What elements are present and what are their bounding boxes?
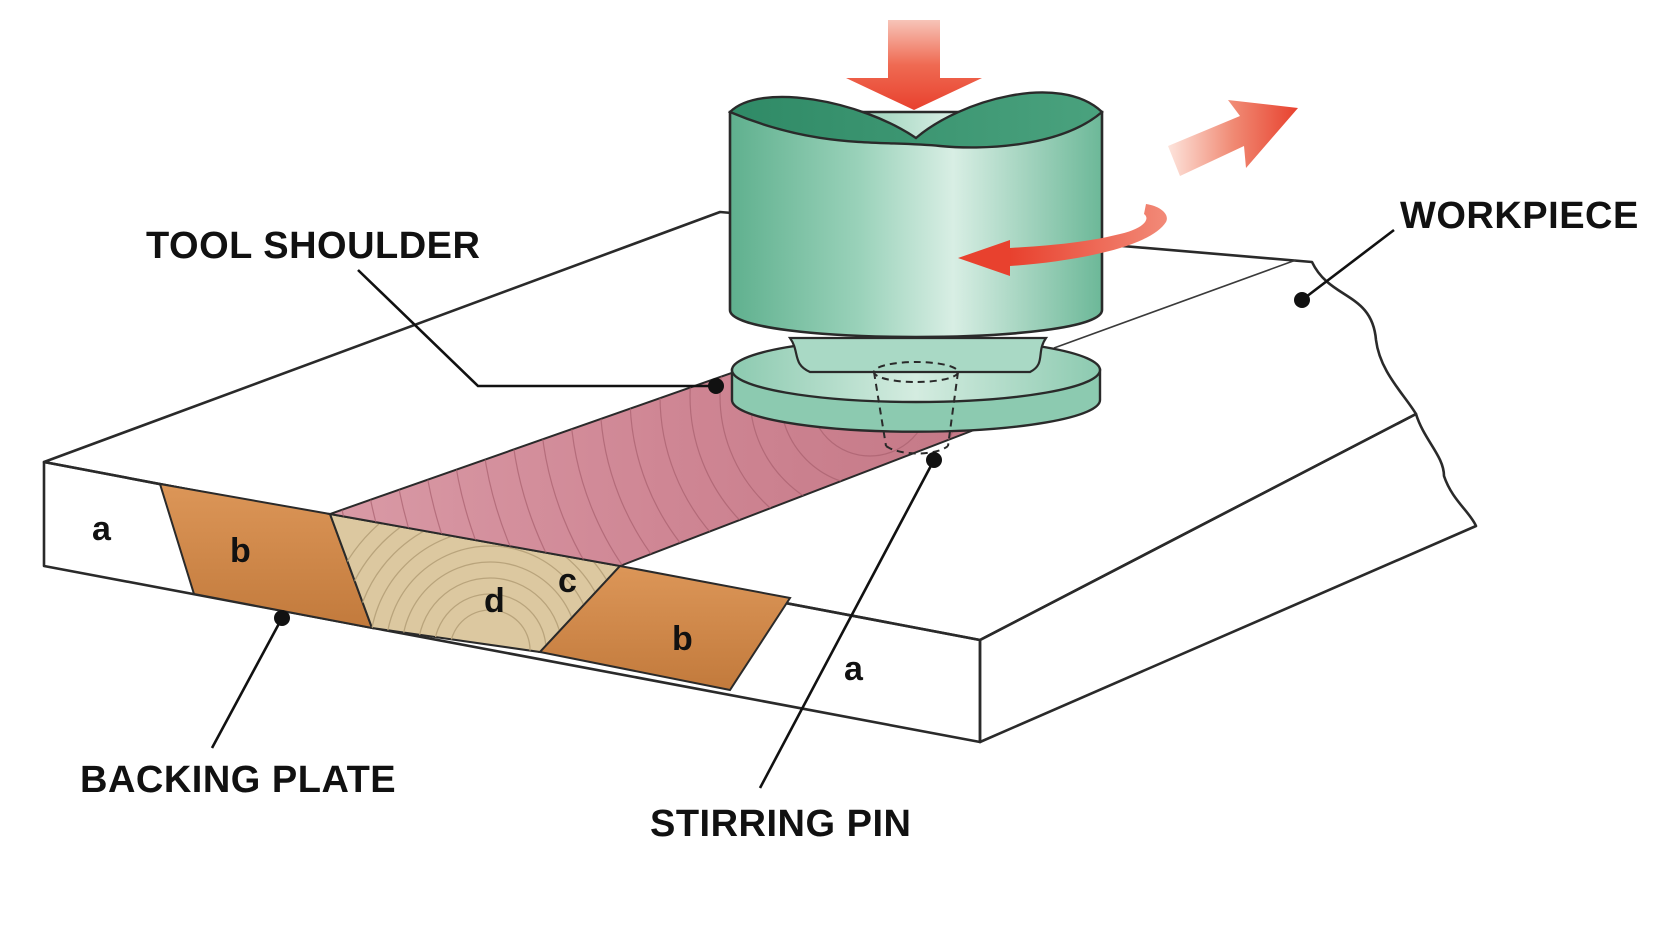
leader-lines [210, 228, 1395, 789]
zone-label-d: d [484, 582, 505, 620]
zone-label-c: c [558, 562, 577, 600]
zone-label-a-right: a [844, 650, 864, 688]
joint-seam-line [1053, 259, 1297, 349]
zone-b-left-region [158, 482, 374, 630]
stirring-pin-outline [873, 361, 959, 455]
zone-label-b-left: b [230, 532, 251, 570]
label-backing-plate: BACKING PLATE [80, 759, 396, 801]
label-stirring-pin: STIRRING PIN [650, 803, 911, 845]
rotation-arrow-icon [958, 204, 1167, 276]
down-force-arrow-icon [846, 20, 982, 110]
plate-right-face [978, 412, 1478, 744]
tool-cylinder [728, 110, 1104, 339]
travel-direction-arrow-icon [1168, 100, 1298, 176]
zone-b-right-region [538, 564, 792, 692]
label-workpiece: WORKPIECE [1400, 195, 1639, 237]
zone-label-b-right: b [672, 620, 693, 658]
zone-label-a-left: a [92, 510, 112, 548]
label-tool-shoulder: TOOL SHOULDER [146, 225, 480, 267]
plate-top-face [42, 210, 1418, 642]
tool-body [727, 91, 1104, 455]
